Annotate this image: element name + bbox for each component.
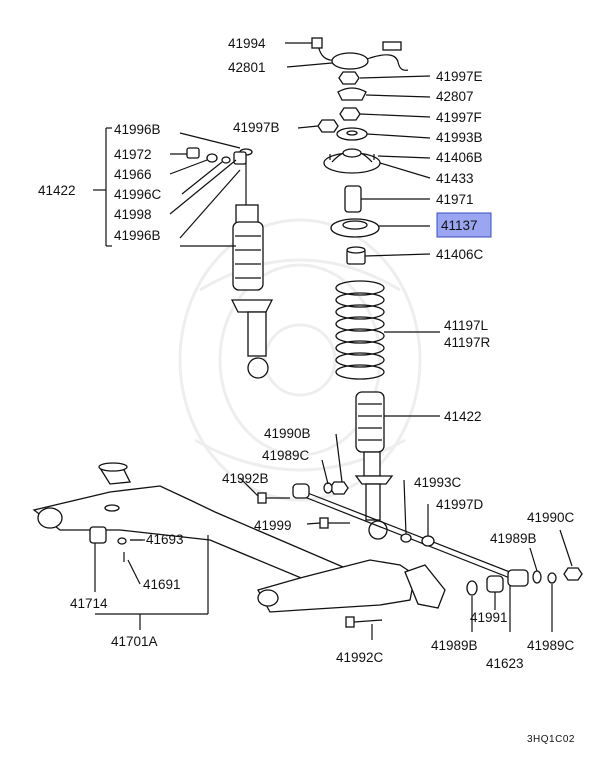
- nut-41990B: [329, 481, 349, 495]
- label-41989B-bottom[interactable]: 41989B: [431, 638, 478, 653]
- nut-41997F: [339, 107, 361, 121]
- label-41990C[interactable]: 41990C: [527, 510, 575, 525]
- label-41989C-bottom[interactable]: 41989C: [527, 638, 575, 653]
- washer-41989C-bottom: [547, 572, 557, 584]
- bushing-41998: [233, 151, 247, 165]
- label-41989C-top[interactable]: 41989C: [262, 448, 310, 463]
- label-41994[interactable]: 41994: [228, 36, 266, 51]
- label-41997E[interactable]: 41997E: [436, 69, 483, 84]
- label-41993C[interactable]: 41993C: [414, 475, 462, 490]
- watermark-emblem: [178, 218, 422, 502]
- bolt-41992C: [345, 616, 383, 628]
- label-41714[interactable]: 41714: [70, 596, 108, 611]
- label-41972[interactable]: 41972: [114, 147, 152, 162]
- label-41997B-top[interactable]: 41997B: [233, 120, 280, 135]
- label-41701A[interactable]: 41701A: [111, 634, 158, 649]
- shock-absorber-left: [230, 148, 274, 379]
- label-41990B[interactable]: 41990B: [264, 426, 311, 441]
- label-41137[interactable]: 41137: [441, 218, 478, 233]
- label-41693[interactable]: 41693: [146, 532, 184, 547]
- label-41422-right[interactable]: 41422: [444, 409, 482, 424]
- lower-arm-right: [257, 559, 446, 613]
- shock-absorber-right: [354, 391, 394, 540]
- washer-41989B-top: [532, 570, 542, 584]
- washer-41993C: [400, 533, 412, 543]
- sensor-harness: [311, 37, 409, 71]
- label-41989B-top[interactable]: 41989B: [490, 531, 537, 546]
- highlight-box: [436, 212, 492, 238]
- label-41691[interactable]: 41691: [143, 577, 181, 592]
- washer-41993B: [336, 127, 368, 141]
- upper-support-41406B: [323, 148, 381, 174]
- label-41996B-b[interactable]: 41996B: [114, 228, 161, 243]
- nut-41997D: [421, 535, 435, 547]
- leader-lines: [93, 42, 573, 640]
- coil-spring: [335, 280, 385, 380]
- nut-41990C: [563, 567, 583, 581]
- insulator-41406C: [346, 246, 366, 265]
- label-41971[interactable]: 41971: [436, 192, 474, 207]
- washer-41989B-bottom: [466, 580, 478, 596]
- label-41991[interactable]: 41991: [470, 610, 508, 625]
- cushion-41972: [186, 147, 200, 159]
- label-41966[interactable]: 41966: [114, 167, 152, 182]
- label-41992B[interactable]: 41992B: [222, 471, 269, 486]
- nut-41997B-top: [317, 119, 339, 133]
- label-41623[interactable]: 41623: [486, 656, 524, 671]
- label-42801[interactable]: 42801: [228, 60, 266, 75]
- label-41422-left[interactable]: 41422: [38, 183, 76, 198]
- label-41997F[interactable]: 41997F: [436, 110, 482, 125]
- label-41197R[interactable]: 41197R: [444, 335, 491, 350]
- part-labels: 41994 42801 41997E 42807 41997F 41997B 4…: [38, 36, 575, 671]
- label-41996B-a[interactable]: 41996B: [114, 122, 161, 137]
- label-42807[interactable]: 42807: [436, 89, 474, 104]
- label-41993B[interactable]: 41993B: [436, 130, 483, 145]
- label-41997D[interactable]: 41997D: [436, 497, 484, 512]
- label-41406C[interactable]: 41406C: [436, 247, 484, 262]
- washer-41966: [206, 153, 218, 163]
- label-41992C[interactable]: 41992C: [336, 650, 384, 665]
- label-41996C[interactable]: 41996C: [114, 187, 162, 202]
- label-41998[interactable]: 41998: [114, 207, 152, 222]
- top-nut-41997E: [338, 71, 360, 85]
- label-41433[interactable]: 41433: [436, 171, 474, 186]
- spring-seat-41137: [330, 218, 380, 238]
- washer-41989C-top: [323, 482, 333, 494]
- lower-arm-41701A: [32, 462, 397, 601]
- collar-41996C: [221, 156, 231, 164]
- bushing-41991: [486, 575, 504, 593]
- bolt-41992B: [257, 492, 290, 504]
- bolt-41999: [319, 517, 350, 529]
- label-41406B[interactable]: 41406B: [436, 150, 483, 165]
- diagram-code: 3HQ1C02: [527, 734, 575, 745]
- bump-stopper-41971: [344, 185, 362, 213]
- bracket-42807: [337, 87, 367, 101]
- label-41197L[interactable]: 41197L: [444, 318, 489, 333]
- label-41999[interactable]: 41999: [254, 518, 292, 533]
